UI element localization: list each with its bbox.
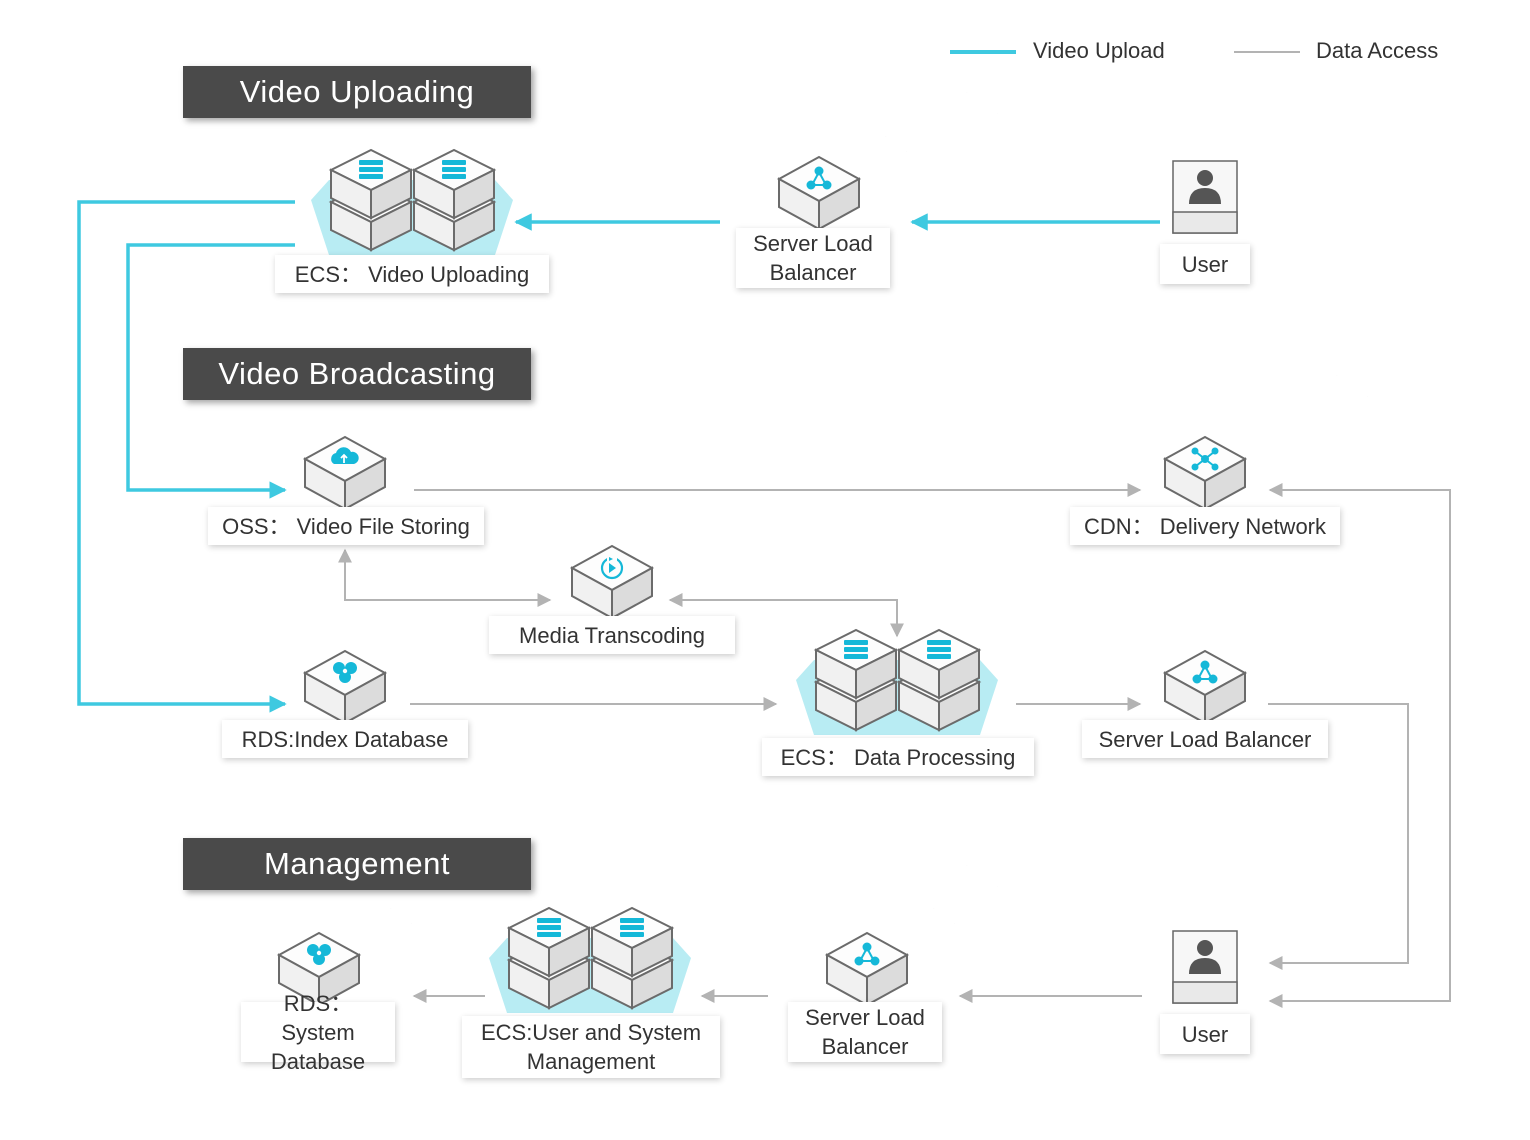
ecs-processing-icon — [796, 628, 998, 735]
oss-label: OSS： Video File Storing — [208, 507, 484, 545]
rds-index-icon — [302, 649, 388, 725]
slb-management-label: Server Load Balancer — [788, 1002, 942, 1062]
cdn-label: CDN： Delivery Network — [1070, 507, 1340, 545]
rds-index-label: RDS:Index Database — [222, 720, 468, 758]
ecs-management-icon — [489, 906, 691, 1013]
user-bottom-label: User — [1160, 1014, 1250, 1054]
slb-broadcast-icon — [1162, 649, 1248, 725]
ecs-upload-label: ECS： Video Uploading — [275, 255, 549, 293]
legend-video-upload: Video Upload — [1033, 38, 1165, 63]
section-broadcasting-title: Video Broadcasting — [183, 348, 531, 400]
line-slb-to-user — [1268, 703, 1409, 970]
slb-upload-label: Server Load Balancer — [736, 228, 890, 288]
line-ecs-to-rds — [77, 200, 295, 713]
transcoding-label: Media Transcoding — [489, 616, 735, 654]
legend-data-access: Data Access — [1316, 38, 1439, 63]
line-transcoding-oss — [338, 548, 552, 607]
section-uploading-title: Video Uploading — [183, 66, 531, 118]
slb-upload-icon — [776, 155, 862, 231]
slb-broadcast-label: Server Load Balancer — [1082, 720, 1328, 758]
slb-management-icon — [824, 931, 910, 1007]
legend-lines — [950, 50, 1300, 54]
rds-system-label: RDS： System Database — [241, 991, 395, 1074]
line-ecs-transcoding — [668, 593, 904, 638]
user-top-label: User — [1160, 244, 1250, 284]
ecs-processing-label: ECS： Data Processing — [762, 738, 1034, 776]
oss-icon — [302, 435, 388, 511]
line-cdn-to-user — [1268, 483, 1451, 1008]
rds-system-icon — [276, 931, 362, 1007]
user-bottom-icon — [1172, 930, 1238, 1004]
user-top-icon — [1172, 160, 1238, 234]
line-ecs-to-oss — [126, 243, 295, 499]
section-management-title: Management — [183, 838, 531, 890]
transcoding-icon — [569, 544, 655, 620]
ecs-management-label: ECS:User and System Management — [462, 1016, 720, 1078]
cdn-icon — [1162, 435, 1248, 511]
ecs-upload-icon — [311, 148, 513, 255]
